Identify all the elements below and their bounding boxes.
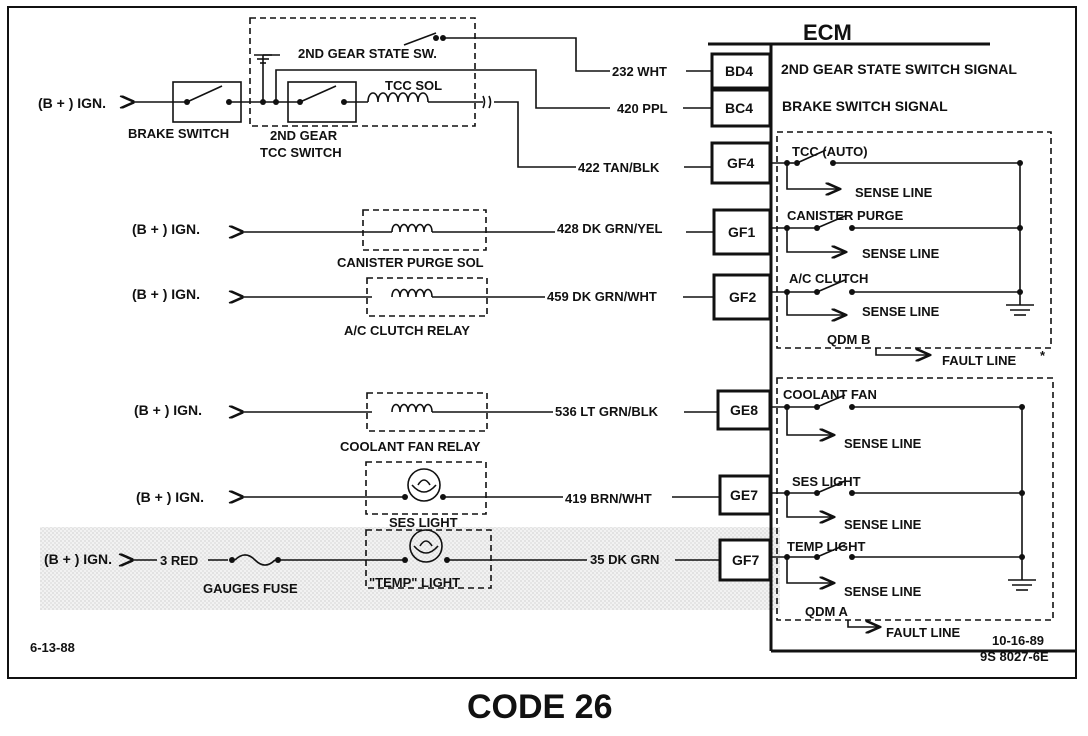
pin-bd4: BD4 xyxy=(710,52,772,90)
caption: CODE 26 xyxy=(467,688,613,726)
wire-422: 422 TAN/BLK xyxy=(578,160,660,175)
svg-text:GE8: GE8 xyxy=(730,402,758,418)
pin-ge8: GE8 xyxy=(716,389,772,431)
svg-text:BC4: BC4 xyxy=(725,100,753,116)
brake-switch-label: BRAKE SWITCH xyxy=(128,126,229,141)
ac-relay-label: A/C CLUTCH RELAY xyxy=(344,323,470,338)
ign-label-top: (B + ) IGN. xyxy=(38,95,106,111)
qdm-a-temp-label: TEMP LIGHT xyxy=(787,539,866,554)
pin-gf4: GF4 xyxy=(710,141,772,185)
tcc-switch-label-2: TCC SWITCH xyxy=(260,145,342,160)
part-number: 9S 8027-6E xyxy=(980,649,1049,664)
date-right: 10-16-89 xyxy=(992,633,1044,648)
svg-text:GE7: GE7 xyxy=(730,487,758,503)
ign-label-ac: (B + ) IGN. xyxy=(132,286,200,302)
ign-label-coolant: (B + ) IGN. xyxy=(134,402,202,418)
date-left: 6-13-88 xyxy=(30,640,75,655)
qdm-a-sense-3: SENSE LINE xyxy=(844,584,922,599)
signal-bc4: BRAKE SWITCH SIGNAL xyxy=(782,98,948,114)
tcc-switch-label-1: 2ND GEAR xyxy=(270,128,338,143)
qdm-b-ac-label: A/C CLUTCH xyxy=(789,271,868,286)
wire-428: 428 DK GRN/YEL xyxy=(557,221,663,236)
qdm-b-fault: FAULT LINE xyxy=(942,353,1016,368)
wire-3: 3 RED xyxy=(160,553,198,568)
qdm-b-tcc-label: TCC (AUTO) xyxy=(792,144,868,159)
gauges-fuse-label: GAUGES FUSE xyxy=(203,581,298,596)
qdm-a-sense-2: SENSE LINE xyxy=(844,517,922,532)
temp-light-label: "TEMP" LIGHT xyxy=(369,575,460,590)
wire-419: 419 BRN/WHT xyxy=(565,491,652,506)
ign-label-temp: (B + ) IGN. xyxy=(44,551,112,567)
qdm-a-sense-1: SENSE LINE xyxy=(844,436,922,451)
wire-459: 459 DK GRN/WHT xyxy=(547,289,657,304)
pin-gf1: GF1 xyxy=(712,208,772,256)
ses-light-label: SES LIGHT xyxy=(389,515,458,530)
tcc-dashed-box xyxy=(249,17,476,127)
coolant-relay-label: COOLANT FAN RELAY xyxy=(340,439,481,454)
qdm-b-canister-label: CANISTER PURGE xyxy=(787,208,904,223)
pin-bc4: BC4 xyxy=(710,88,772,128)
wire-232: 232 WHT xyxy=(612,64,667,79)
qdm-b-sense-2: SENSE LINE xyxy=(862,246,940,261)
pin-gf2: GF2 xyxy=(712,273,772,321)
svg-text:GF1: GF1 xyxy=(728,224,755,240)
qdm-b-circuits xyxy=(770,149,1034,355)
canister-sol-label: CANISTER PURGE SOL xyxy=(337,255,484,270)
qdm-a-coolant-label: COOLANT FAN xyxy=(783,387,877,402)
canister-sol-box xyxy=(362,209,487,251)
qdm-a-name: QDM A xyxy=(805,604,848,619)
coolant-relay-box xyxy=(366,392,488,432)
diagram-border xyxy=(7,6,1077,679)
qdm-b-name: QDM B xyxy=(827,332,870,347)
ac-relay-box xyxy=(366,277,488,317)
wire-420: 420 PPL xyxy=(617,101,668,116)
svg-text:GF7: GF7 xyxy=(732,552,759,568)
qdm-b-box xyxy=(776,131,1052,349)
pin-ge7: GE7 xyxy=(718,474,772,516)
tcc-sol-label: TCC SOL xyxy=(385,78,442,93)
qdm-a-fault: FAULT LINE xyxy=(886,625,960,640)
qdm-a-ses-label: SES LIGHT xyxy=(792,474,861,489)
qdm-a-box xyxy=(776,377,1054,621)
pin-gf7: GF7 xyxy=(718,538,772,582)
qdm-b-sense-1: SENSE LINE xyxy=(855,185,933,200)
gauge-circuit-shading xyxy=(40,527,780,610)
state-switch-label: 2ND GEAR STATE SW. xyxy=(298,46,437,61)
qdm-a-circuits xyxy=(770,394,1036,627)
signal-bd4: 2ND GEAR STATE SWITCH SIGNAL xyxy=(781,61,1017,77)
ses-light-box xyxy=(365,461,487,515)
svg-text:GF2: GF2 xyxy=(729,289,756,305)
wire-536: 536 LT GRN/BLK xyxy=(555,404,659,419)
ign-label-canister: (B + ) IGN. xyxy=(132,221,200,237)
qdm-b-star: * xyxy=(1040,348,1046,363)
wire-35: 35 DK GRN xyxy=(590,552,659,567)
svg-text:GF4: GF4 xyxy=(727,155,754,171)
ecm-title: ECM xyxy=(803,20,852,45)
ign-label-ses: (B + ) IGN. xyxy=(136,489,204,505)
qdm-b-sense-3: SENSE LINE xyxy=(862,304,940,319)
svg-text:BD4: BD4 xyxy=(725,63,753,79)
